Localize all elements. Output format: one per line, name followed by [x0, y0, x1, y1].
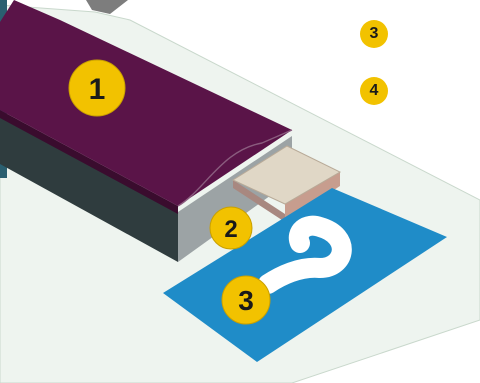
legend-badge-3: 3: [360, 20, 388, 48]
marker-2: 2: [210, 207, 252, 249]
marker-1: 1: [69, 60, 125, 116]
legend-badge-4: 4: [360, 77, 388, 105]
marker-1-number: 1: [89, 73, 106, 106]
marker-3: 3: [222, 276, 270, 324]
marker-3-number: 3: [238, 285, 254, 316]
marker-2-number: 2: [224, 216, 237, 243]
